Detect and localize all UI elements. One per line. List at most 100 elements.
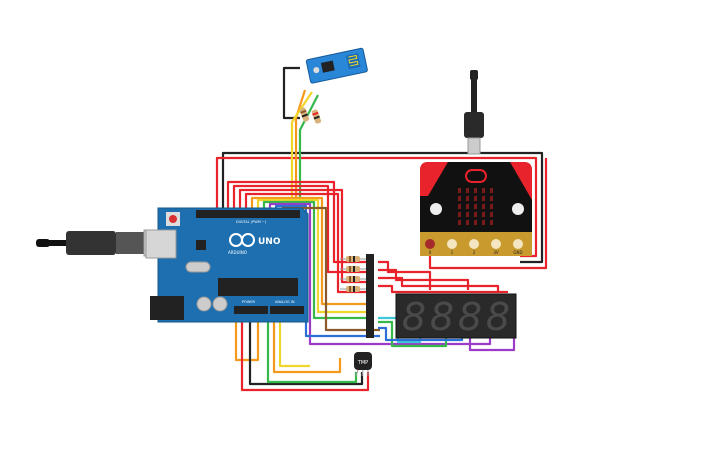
display-digit: 8 [402, 295, 426, 339]
microbit-pin-0[interactable] [425, 239, 435, 249]
wire-pwr-red[interactable] [240, 310, 370, 392]
wire-disp-red-3[interactable] [378, 276, 500, 292]
sensor-label: TMP [357, 360, 368, 366]
arduino-logo-icon [229, 233, 255, 247]
microbit-pin-2[interactable] [469, 239, 479, 249]
microbit-led [458, 188, 461, 193]
microbit-red-corner-right [510, 162, 532, 200]
wire-blue-1[interactable] [274, 204, 380, 338]
resistor-esp-1[interactable] [299, 107, 310, 122]
display-digit: 8 [430, 295, 454, 339]
wire-pwr-orange[interactable] [234, 310, 260, 362]
wire-analog-green[interactable] [266, 310, 358, 384]
crystal [185, 261, 211, 273]
wire-disp-red-4[interactable] [378, 284, 508, 294]
wire-yellow-1[interactable] [256, 198, 370, 314]
reset-button-icon [169, 215, 177, 223]
analog-header-label: ANALOG IN [275, 300, 295, 304]
wire-orange-1[interactable] [250, 196, 370, 306]
digital-header-label: DIGITAL (PWM ~) [236, 220, 267, 224]
usb-cable-microbit[interactable] [464, 70, 484, 155]
arduino-uno-board[interactable]: UNO ARDUINO DIGITAL (PWM ~) POWER ANALOG… [145, 207, 309, 323]
microbit-led [482, 212, 485, 217]
microbit-led [482, 220, 485, 225]
microbit-pin-label: GND [513, 250, 522, 255]
analog-header [270, 306, 304, 314]
microbit-pin-label: 3V [493, 250, 499, 255]
arduino-brand-label: ARDUINO [228, 250, 247, 255]
microbit-button-a[interactable] [430, 203, 442, 215]
pin-header-strip [366, 254, 374, 338]
capacitor-2 [212, 296, 228, 312]
microbit-led [490, 196, 493, 201]
wires [215, 66, 548, 392]
wire-red-1[interactable] [226, 180, 370, 264]
usb-jack [145, 229, 177, 259]
microbit-pin-label: 2 [473, 250, 476, 255]
resistor-esp-2[interactable] [311, 109, 322, 124]
microbit-led [458, 196, 461, 201]
microbit-led [490, 204, 493, 209]
microbit-led [466, 196, 469, 201]
microbit-led [474, 196, 477, 201]
wire-esp-orange[interactable] [294, 89, 307, 208]
wire-green-1[interactable] [262, 200, 370, 320]
display-digit: 8 [486, 295, 510, 339]
wire-disp-blue[interactable] [378, 326, 464, 342]
microbit-led [458, 212, 461, 217]
wire-ub-red[interactable] [428, 158, 548, 270]
microbit-led [466, 204, 469, 209]
power-header [234, 306, 268, 314]
wire-analog-yellow[interactable] [278, 310, 310, 368]
arduino-model-label: UNO [258, 237, 281, 247]
wire-brown-1[interactable] [282, 206, 380, 332]
microbit-red-corner-left [420, 162, 448, 196]
wire-disp-red-1[interactable] [378, 260, 432, 290]
microbit-led [474, 204, 477, 209]
wire-disp-red-2[interactable] [378, 268, 470, 290]
microbit-led [490, 220, 493, 225]
wire-disp-green[interactable] [378, 320, 448, 348]
wire-black-top[interactable] [221, 151, 544, 264]
microbit-led [458, 204, 461, 209]
microbit-logo-icon [465, 169, 487, 183]
wifi-module[interactable] [305, 47, 368, 84]
temperature-sensor[interactable]: TMP [354, 352, 372, 377]
microbit-led [482, 204, 485, 209]
microbit-led-matrix [458, 188, 493, 225]
microbit-button-b[interactable] [512, 203, 524, 215]
resistor-array[interactable] [340, 256, 366, 292]
wire-esp-yellow[interactable] [290, 91, 313, 208]
power-header-label: POWER [242, 300, 256, 304]
microbit-pin-GND[interactable] [513, 239, 523, 249]
microbit-board[interactable]: 0 1 2 3V GND [420, 162, 532, 256]
power-jack [150, 296, 184, 320]
microbit-pin-label: 0 [429, 250, 432, 255]
wire-pwr-black[interactable] [248, 310, 364, 386]
microbit-led [474, 220, 477, 225]
microbit-pin-3V[interactable] [491, 239, 501, 249]
microbit-led [490, 212, 493, 217]
microbit-led [466, 212, 469, 217]
microbit-pin-1[interactable] [447, 239, 457, 249]
microbit-led [466, 220, 469, 225]
wire-esp-black[interactable] [282, 66, 300, 120]
microbit-led [474, 188, 477, 193]
microbit-led [474, 212, 477, 217]
atmega-chip [218, 278, 298, 296]
microbit-led [482, 196, 485, 201]
wire-analog-orange[interactable] [272, 310, 342, 374]
capacitor-1 [196, 296, 212, 312]
microbit-led [482, 188, 485, 193]
microbit-led [490, 188, 493, 193]
microbit-led [458, 220, 461, 225]
wire-purple-1[interactable] [268, 202, 492, 346]
digital-header [196, 210, 300, 218]
usb-chip [196, 240, 206, 250]
microbit-pin-label: 1 [451, 250, 454, 255]
display-digit: 8 [458, 295, 482, 339]
microbit-led [466, 188, 469, 193]
